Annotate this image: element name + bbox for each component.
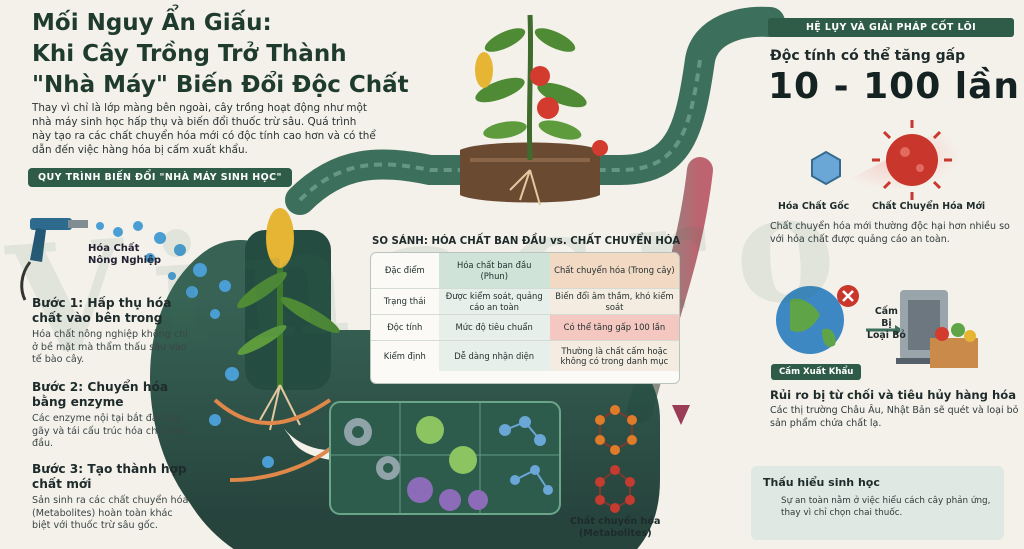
table-header: Chất chuyển hóa (Trong cây) xyxy=(549,253,679,288)
step-title: Bước 2: Chuyển hóa bằng enzyme xyxy=(32,380,169,409)
new-metabolite-label: Chất Chuyển Hóa Mới xyxy=(872,201,986,212)
step-2: Bước 2: Chuyển hóa bằng enzyme Các enzym… xyxy=(32,380,192,451)
title-line: Khi Cây Trồng Trở Thành xyxy=(32,41,347,67)
chemical-label-line: Nông Nghiệp xyxy=(88,255,162,266)
step-text: Các enzyme nội tại bắt đầu bẻ gãy và tái… xyxy=(32,413,189,450)
reject-text: Các thị trường Châu Âu, Nhật Bản sẽ quét… xyxy=(770,405,1019,429)
virus-icon xyxy=(872,120,952,200)
gear-icon xyxy=(344,418,400,480)
table-header-row: Đặc điểm Hóa chất ban đầu (Phun) Chất ch… xyxy=(371,253,679,289)
ban-label-line: Loại Bỏ xyxy=(867,330,906,341)
toxicity-title: Độc tính có thể tăng gấp xyxy=(770,48,966,64)
process-section-label: QUY TRÌNH BIẾN ĐỔI "NHÀ MÁY SINH HỌC" xyxy=(28,168,292,187)
enzyme-icon xyxy=(416,416,477,474)
metabolites-label-line: Chất chuyển hóa xyxy=(570,516,661,527)
chemical-label: Hóa Chất Nông Nghiệp xyxy=(88,243,161,267)
tomato-plant xyxy=(526,14,534,161)
tomato xyxy=(530,66,550,86)
metabolites-label: Chất chuyển hóa (Metabolites) xyxy=(570,516,660,540)
consequence-section-label: HỆ LỤY VÀ GIẢI PHÁP CỐT LÕI xyxy=(768,18,1014,37)
intro-paragraph: Thay vì chỉ là lớp màng bên ngoài, cây t… xyxy=(32,102,376,156)
step-3: Bước 3: Tạo thành hợp chất mới Sản sinh … xyxy=(32,462,192,533)
step-text: Hóa chất nông nghiệp không chỉ ở bề mặt … xyxy=(32,329,188,366)
arrow-down-icon xyxy=(672,405,690,425)
insight-text: Sự an toàn nằm ở việc hiểu cách cây phản… xyxy=(781,496,991,518)
page-title: Mối Nguy Ẩn Giấu: Khi Cây Trồng Trở Thàn… xyxy=(32,8,409,101)
ban-removed-label: Cấm Bị Loại Bỏ xyxy=(867,306,906,342)
step-title: Bước 3: Tạo thành hợp chất mới xyxy=(32,462,187,491)
enzyme-icon xyxy=(407,477,488,511)
ban-label-line: Bị xyxy=(881,318,892,329)
table-cell-highlight: Có thể tăng gấp 100 lần xyxy=(549,315,679,340)
chemical-label-line: Hóa Chất xyxy=(88,243,140,254)
tube-vertical xyxy=(245,230,331,390)
metabolites-label-line: (Metabolites) xyxy=(578,528,652,539)
title-line: Mối Nguy Ẩn Giấu: xyxy=(32,10,272,36)
table-cell: Độc tính xyxy=(387,322,423,333)
table-cell: Thường là chất cấm hoặc không có trong d… xyxy=(549,341,679,371)
insight-title: Thấu hiểu sinh học xyxy=(763,476,880,489)
spray-gun-icon xyxy=(20,218,88,301)
molecule-original-icon xyxy=(811,150,841,186)
tomato xyxy=(537,97,559,119)
step-text: Sản sinh ra các chất chuyển hóa (Metabol… xyxy=(32,495,189,532)
export-ban-badge: Cấm Xuất Khẩu xyxy=(771,364,862,380)
pipe-arc-inner xyxy=(298,59,702,202)
corn-cob-small xyxy=(475,52,493,88)
table-cell: Dễ dàng nhận diện xyxy=(438,341,550,371)
comparison-title: SO SÁNH: HÓA CHẤT BAN ĐẦU vs. CHẤT CHUYỂ… xyxy=(372,236,681,247)
water-drops xyxy=(96,221,274,468)
insight-card: Thấu hiểu sinh học Sự an toàn nằm ở việc… xyxy=(751,466,1004,540)
step-1: Bước 1: Hấp thụ hóa chất vào bên trong H… xyxy=(32,296,192,367)
title-line: "Nhà Máy" Biến Đổi Độc Chất xyxy=(32,72,409,98)
reject-title: Rủi ro bị từ chối và tiêu hủy hàng hóa xyxy=(770,388,1017,402)
tomato xyxy=(592,140,608,156)
comparison-table: Đặc điểm Hóa chất ban đầu (Phun) Chất ch… xyxy=(370,252,680,384)
ban-x-icon xyxy=(837,285,859,307)
table-header: Đặc điểm xyxy=(384,265,425,276)
table-cell: Biến đổi âm thầm, khó kiểm soát xyxy=(549,289,679,314)
toxicity-note: Chất chuyển hóa mới thường độc hại hơn n… xyxy=(770,221,1010,245)
molecule-icon xyxy=(499,416,553,495)
table-cell: Được kiểm soát, quảng cáo an toàn xyxy=(438,289,550,314)
table-cell: Mức độ tiêu chuẩn xyxy=(438,315,550,340)
globe-icon xyxy=(776,286,844,354)
step-title: Bước 1: Hấp thụ hóa chất vào bên trong xyxy=(32,296,172,325)
ban-label-line: Cấm xyxy=(874,306,898,317)
table-row: Trạng thái Được kiểm soát, quảng cáo an … xyxy=(371,289,679,315)
original-chemical-label: Hóa Chất Gốc xyxy=(778,201,850,212)
toxicity-multiplier: 10 - 100 lần xyxy=(768,66,1021,107)
table-row: Độc tính Mức độ tiêu chuẩn Có thể tăng g… xyxy=(371,315,679,341)
corn-plant xyxy=(237,208,340,431)
table-header: Hóa chất ban đầu (Phun) xyxy=(438,253,550,288)
produce-box-icon xyxy=(930,323,978,368)
table-cell: Trạng thái xyxy=(383,296,426,307)
table-row: Kiểm định Dễ dàng nhận diện Thường là ch… xyxy=(371,341,679,371)
table-cell: Kiểm định xyxy=(383,350,426,361)
